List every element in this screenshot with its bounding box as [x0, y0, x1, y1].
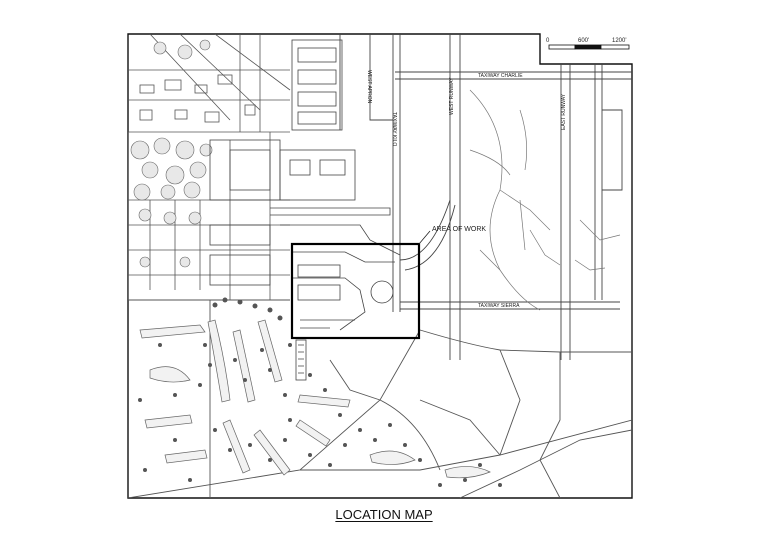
scale-tick-1200: 1200' — [612, 38, 627, 44]
scale-tick-600: 600' — [578, 38, 589, 44]
area-of-work-box — [290, 242, 421, 340]
tree-clusters — [130, 39, 213, 268]
terminal-buildings — [209, 39, 401, 381]
map-title-text: LOCATION MAP — [335, 507, 433, 522]
area-of-work-label: AREA OF WORK — [432, 226, 486, 233]
airfield — [339, 34, 632, 360]
map-title: LOCATION MAP — [0, 507, 768, 522]
label-west-apron: WEST APRON — [366, 70, 372, 104]
label-taxiway-charlie: TAXIWAY CHARLIE — [478, 73, 523, 79]
label-taxiway-sierra: TAXIWAY SIERRA — [478, 303, 520, 309]
field-paths — [469, 89, 621, 311]
scale-tick-0: 0 — [546, 38, 550, 44]
map-frame — [127, 33, 633, 499]
scale-bar: 0 600' 1200' — [546, 38, 630, 50]
label-west-runway: WEST RUNWAY — [449, 77, 455, 115]
residential-streets — [128, 34, 291, 300]
south-roads — [128, 299, 632, 498]
area-of-work-leader — [418, 230, 431, 245]
label-taxiway-kilo: TAXIWAY KILO — [391, 112, 397, 146]
golf-trees — [138, 297, 502, 487]
label-east-runway: EAST RUNWAY — [561, 93, 567, 130]
golf-course — [139, 319, 491, 479]
